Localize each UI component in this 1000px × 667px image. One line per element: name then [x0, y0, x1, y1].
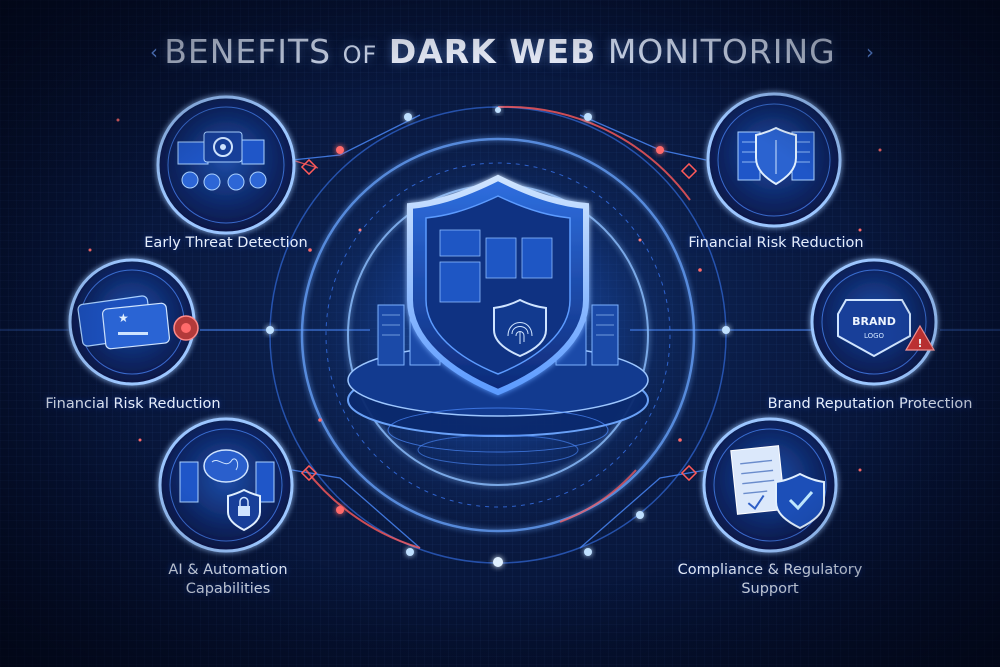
node-compliance	[702, 417, 838, 553]
label-compliance: Compliance & Regulatory Support	[658, 561, 882, 599]
node-financial-risk-top	[706, 92, 842, 228]
node-ai-automation	[158, 417, 294, 553]
svg-text:★: ★	[118, 311, 129, 325]
label-ai-line2: Capabilities	[185, 581, 271, 597]
label-ai-automation: AI & Automation Capabilities	[130, 561, 326, 599]
label-compliance-line1: Compliance & Regulatory	[677, 562, 863, 578]
label-early-threat-detection: Early Threat Detection	[144, 235, 308, 251]
label-financial-risk-left: Financial Risk Reduction	[45, 396, 221, 412]
node-brand-reputation: BRAND LOGO !	[810, 258, 938, 386]
svg-text:!: !	[917, 337, 922, 350]
label-financial-risk-top: Financial Risk Reduction	[688, 235, 864, 251]
server-shield-icon	[737, 126, 815, 186]
brand-badge-line2: LOGO	[864, 332, 885, 340]
brand-badge-line1: BRAND	[852, 315, 896, 328]
label-brand-reputation: Brand Reputation Protection	[767, 396, 973, 412]
label-ai-line1: AI & Automation	[168, 562, 288, 578]
node-early-threat	[156, 95, 296, 235]
node-financial-risk-left: ★	[68, 258, 199, 386]
label-compliance-line2: Support	[741, 581, 799, 597]
